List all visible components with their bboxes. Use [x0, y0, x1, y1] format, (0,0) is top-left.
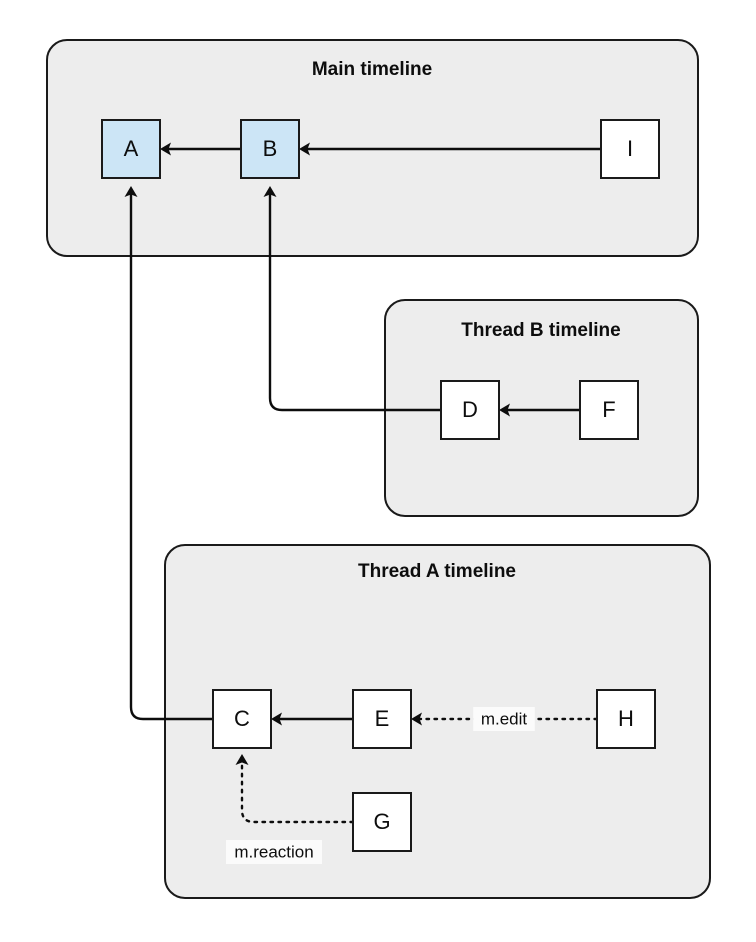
event-node-G[interactable]: G [352, 792, 412, 852]
edge-label-layer: m.edit m.reaction [226, 707, 535, 864]
event-node-box [600, 119, 660, 179]
arrowhead-icon [124, 186, 138, 197]
event-node-label: C [234, 706, 250, 731]
event-node-box [212, 689, 272, 749]
edge-label-H-to-E[interactable]: m.edit [473, 707, 535, 731]
event-node-label: B [263, 136, 278, 161]
event-node-label: I [627, 136, 633, 161]
edge-line [240, 762, 355, 824]
arrowhead-icon [299, 142, 310, 156]
event-node-label: A [124, 136, 139, 161]
event-node-C[interactable]: C [212, 689, 272, 749]
event-node-box [440, 380, 500, 440]
edge-B-to-A[interactable] [160, 142, 241, 156]
event-node-H[interactable]: H [596, 689, 656, 749]
event-node-E[interactable]: E [352, 689, 412, 749]
event-node-label: H [618, 706, 634, 731]
node-layer: A B I D F C E H G [101, 119, 660, 852]
event-node-B[interactable]: B [240, 119, 300, 179]
edge-line [268, 194, 441, 412]
event-node-A[interactable]: A [101, 119, 161, 179]
edge-D-to-B[interactable] [263, 186, 442, 412]
event-node-box [101, 119, 161, 179]
edge-G-to-C[interactable] [235, 754, 355, 824]
event-node-box [579, 380, 639, 440]
event-node-F[interactable]: F [579, 380, 639, 440]
edge-C-to-A[interactable] [124, 186, 214, 721]
edge-label-G-to-C[interactable]: m.reaction [226, 840, 322, 864]
event-node-box [596, 689, 656, 749]
arrowhead-icon [263, 186, 277, 197]
arrowhead-icon [411, 712, 422, 726]
timeline-group-box [384, 299, 699, 517]
arrowhead-icon [271, 712, 282, 726]
edge-label-background [473, 707, 535, 731]
event-node-box [352, 689, 412, 749]
event-node-label: F [602, 397, 615, 422]
arrowhead-icon [499, 403, 510, 417]
edge-label-text: m.edit [481, 709, 528, 728]
edge-I-to-B[interactable] [299, 142, 601, 156]
edge-F-to-D[interactable] [499, 403, 580, 417]
timeline-group-title: Thread B timeline [461, 320, 620, 341]
arrowhead-icon [160, 142, 171, 156]
arrowhead-icon [235, 754, 249, 765]
timeline-group-title: Main timeline [312, 59, 432, 80]
edge-line [129, 194, 213, 721]
edge-E-to-C[interactable] [271, 712, 353, 726]
event-node-I[interactable]: I [600, 119, 660, 179]
event-node-box [352, 792, 412, 852]
event-node-label: D [462, 397, 478, 422]
edge-label-background [226, 840, 322, 864]
event-node-label: G [373, 809, 390, 834]
event-node-box [240, 119, 300, 179]
timeline-group-box [164, 544, 711, 899]
edge-label-text: m.reaction [234, 842, 313, 861]
event-node-label: E [375, 706, 390, 731]
event-node-D[interactable]: D [440, 380, 500, 440]
timeline-group-title: Thread A timeline [358, 561, 516, 582]
timeline-group-thread-a[interactable]: Thread A timeline [164, 544, 711, 899]
timeline-group-thread-b[interactable]: Thread B timeline [384, 299, 699, 517]
